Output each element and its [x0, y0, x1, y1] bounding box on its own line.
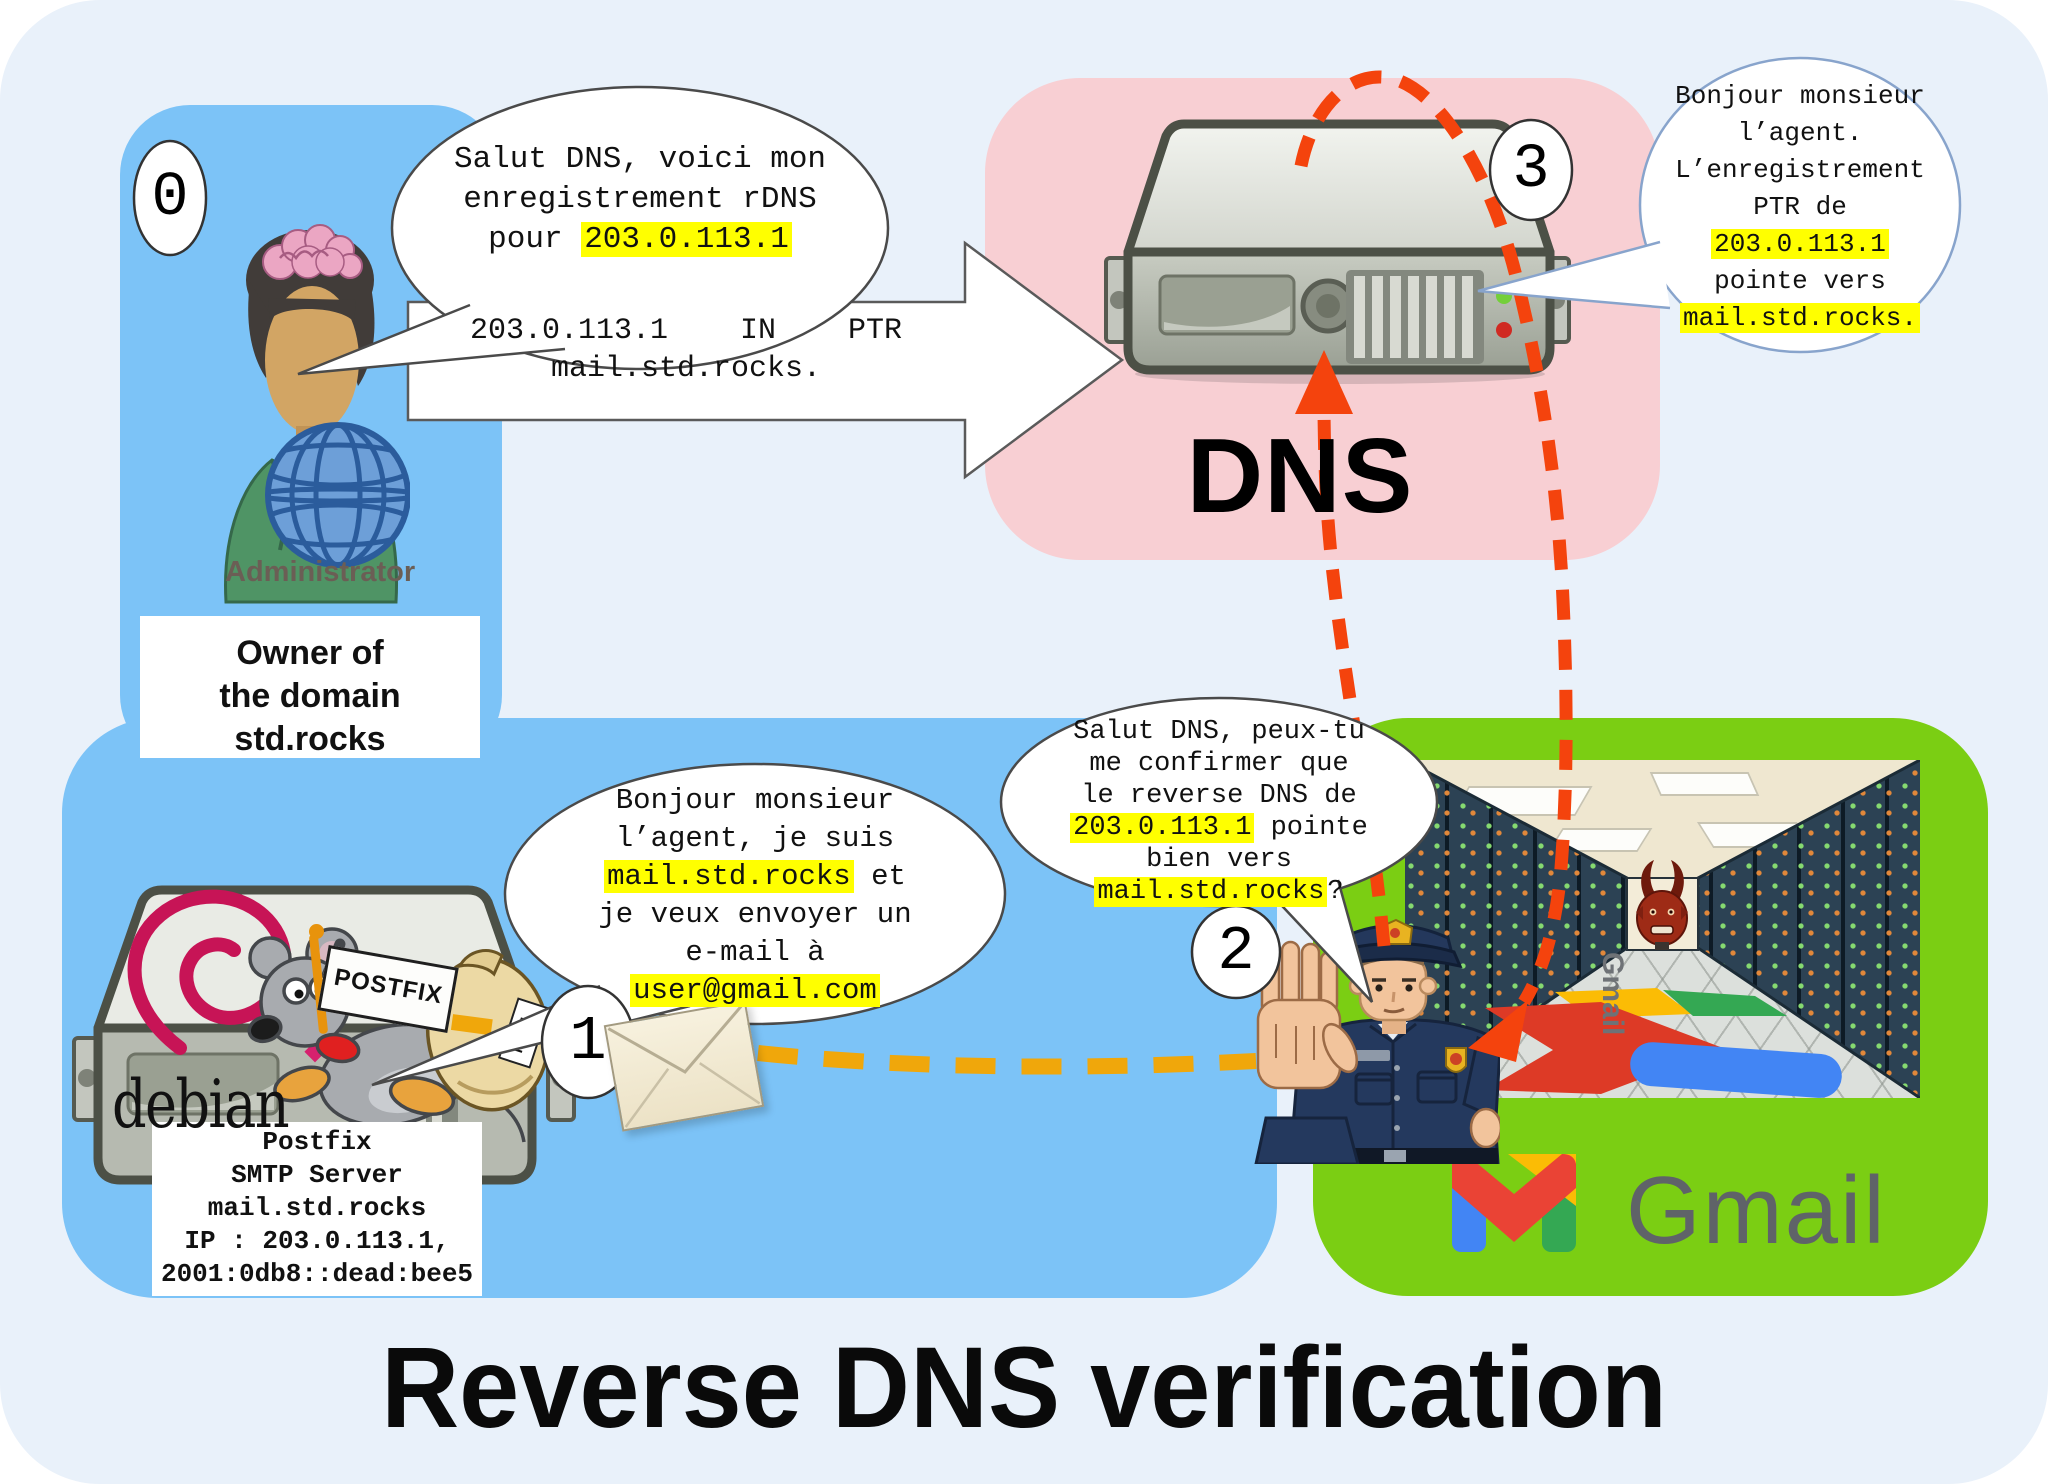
gmail-logo-icon — [1452, 1154, 1576, 1252]
red-led-icon — [1496, 322, 1512, 338]
dns-title: DNS — [1186, 417, 1414, 535]
debian-wordmark: debian — [112, 1066, 290, 1143]
police-officer-icon — [1254, 918, 1500, 1164]
gmail-wordmark: Gmail — [1626, 1157, 1887, 1264]
stop-hand-icon — [1254, 940, 1360, 1164]
step-2-badge: 2 — [1217, 916, 1255, 987]
step-3-badge: 3 — [1512, 134, 1550, 205]
green-led-icon — [1496, 288, 1512, 304]
name-plate-icon — [1350, 1050, 1390, 1061]
envelope-icon — [603, 1000, 765, 1132]
badge-icon — [1445, 1047, 1467, 1073]
step-0-badge: 0 — [151, 162, 189, 233]
globe-icon — [265, 422, 410, 568]
brain-icon — [262, 224, 363, 280]
page-title: Reverse DNS verification — [381, 1324, 1667, 1452]
floor-gmail-text: Gmail — [1596, 952, 1629, 1036]
step-1-badge: 1 — [569, 1006, 607, 1077]
administrator-caption: Administrator — [225, 556, 416, 588]
flag-pole-tip-icon — [309, 924, 324, 939]
datacenter-decor — [1405, 760, 1920, 1098]
administrator-icon — [224, 224, 410, 604]
police-cap-icon — [1333, 918, 1463, 969]
devil-face-icon — [1636, 860, 1688, 950]
